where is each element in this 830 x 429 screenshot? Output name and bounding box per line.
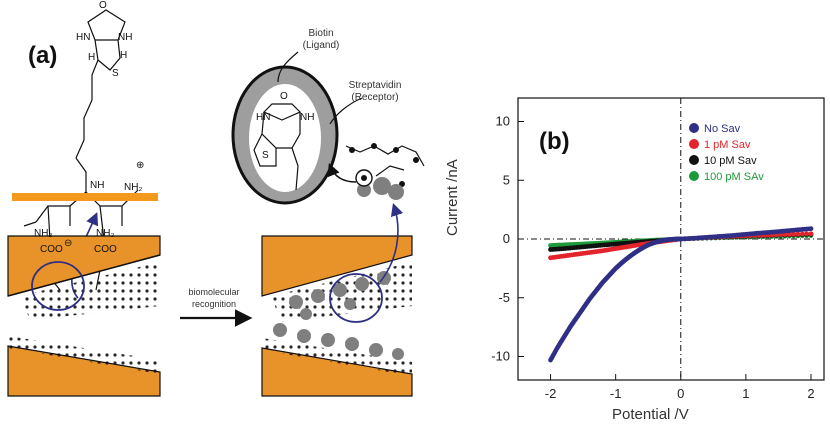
zoom-arrow-right: [379, 202, 404, 283]
nanopore-left-bottom: [7, 336, 161, 397]
x-tick-label: -2: [545, 386, 557, 401]
y-tick-label: 10: [496, 114, 510, 129]
atom-h2: H: [120, 50, 128, 61]
data-point: [804, 231, 810, 237]
nanopore-right-top: [261, 235, 413, 322]
legend-entry: 10 pM Sav: [704, 155, 757, 167]
x-tick-label: -1: [610, 386, 622, 401]
data-point: [786, 231, 792, 237]
atom-o: O: [99, 0, 107, 11]
atom-nh2-mid: NH₂: [96, 228, 115, 239]
data-point: [795, 231, 801, 237]
bullseye-icon: [355, 169, 373, 187]
y-tick-label: 5: [503, 172, 510, 187]
biotin-label: Biotin (Ligand): [302, 28, 340, 51]
ellipse-atom-hn: HN: [256, 112, 271, 123]
legend-marker: [689, 171, 699, 181]
magnifier-circle-right-icon: [329, 273, 383, 323]
x-tick-label: 1: [742, 386, 749, 401]
atom-coo-1: COO: [40, 244, 63, 255]
y-tick-label: 0: [503, 231, 510, 246]
data-point: [808, 231, 814, 237]
curved-arrow-to-receptor: [327, 163, 357, 183]
atom-h1: H: [88, 52, 96, 63]
recognition-label: biomolecular recognition: [188, 287, 240, 309]
legend-entry: 100 pM SAv: [704, 171, 764, 183]
data-point: [808, 226, 814, 232]
atom-nh: NH: [118, 32, 133, 43]
receptor-pointer: [329, 97, 363, 125]
y-axis-label: Current /nA: [444, 159, 461, 236]
charge-plus: ⊕: [136, 160, 145, 171]
streptavidin-receptor: [231, 65, 339, 205]
atom-coo-2: COO: [94, 244, 117, 255]
atom-nh2-left: NH₂: [34, 228, 53, 239]
receptor-label: Streptavidin (Receptor): [348, 80, 402, 103]
ellipse-atom-nh: NH: [300, 112, 315, 123]
legend-marker: [689, 139, 699, 149]
data-point: [799, 231, 805, 237]
gold-substrate: [12, 193, 158, 201]
y-tick-label: -10: [491, 349, 510, 364]
atom-hn: HN: [76, 32, 91, 43]
biotin-pointer: [277, 51, 299, 83]
data-point: [791, 231, 797, 237]
ellipse-atom-s: S: [262, 150, 269, 161]
panel-b-label: (b): [539, 128, 570, 155]
legend-entry: No Sav: [704, 123, 741, 135]
magnifier-circle-icon: [31, 261, 85, 311]
x-tick-label: 0: [677, 386, 684, 401]
nanopore-left-top: [7, 235, 161, 320]
ellipse-atom-o: O: [280, 91, 288, 102]
panel-a-label: (a): [28, 42, 58, 69]
charge-minus: ⊖: [64, 238, 73, 249]
atom-nh2-right: NH₂: [124, 182, 143, 193]
binding-schematic: [345, 143, 425, 200]
series-no-sav: [548, 226, 814, 363]
y-tick-label: -5: [498, 290, 510, 305]
atom-nh-amide: NH: [90, 180, 105, 191]
legend-marker: [689, 155, 699, 165]
atom-s: S: [112, 68, 119, 79]
legend-marker: [689, 123, 699, 133]
nanopore-right-bottom: [261, 323, 413, 397]
x-axis-label: Potential /V: [612, 406, 689, 423]
legend-entry: 1 pM Sav: [704, 139, 751, 151]
x-tick-label: 2: [807, 386, 814, 401]
